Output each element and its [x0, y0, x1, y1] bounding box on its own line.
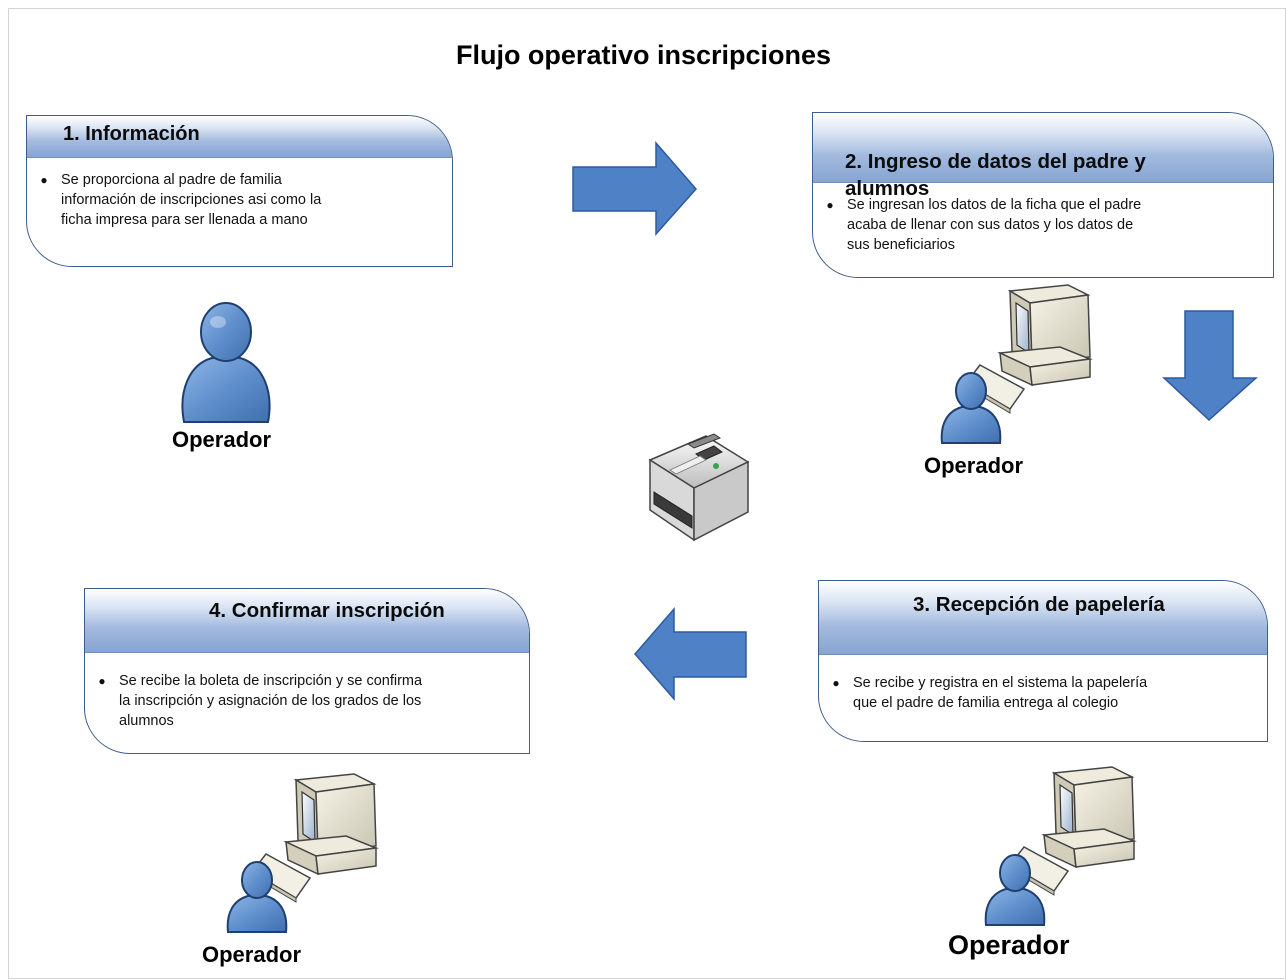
step-heading-text: 4. Confirmar inscripción — [209, 599, 445, 622]
step-body: ● Se ingresan los datos de la ficha que … — [813, 183, 1273, 255]
bullet-icon: ● — [832, 676, 840, 690]
bullet-icon: ● — [826, 198, 834, 212]
step-card-confirmar: 4. Confirmar inscripción ● Se recibe la … — [84, 588, 530, 754]
diagram-title: Flujo operativo inscripciones — [455, 40, 832, 70]
step-body: ● Se recibe la boleta de inscripción y s… — [85, 653, 529, 731]
step-description: Se recibe y registra en el sistema la pa… — [853, 675, 1148, 711]
bullet-icon: ● — [98, 674, 106, 688]
step-body: ● Se recibe y registra en el sistema la … — [819, 655, 1267, 713]
step-heading-text: 2. Ingreso de datos del padre y alumnos — [845, 150, 1146, 200]
actor-label: Operador — [202, 942, 302, 967]
bullet-icon: ● — [40, 173, 48, 187]
arrow-left-icon — [634, 606, 747, 702]
step-card-informacion: 1. Información ● Se proporciona al padre… — [26, 115, 453, 267]
printer-icon — [648, 433, 750, 542]
step-heading: 3. Recepción de papelería — [819, 581, 1267, 655]
step-description: Se proporciona al padre de familia infor… — [61, 172, 322, 228]
step-heading: 1. Información — [27, 116, 452, 158]
computer-icon — [226, 773, 379, 933]
diagram-frame — [8, 8, 1286, 979]
actor-label: Operador — [948, 930, 1070, 960]
actor-label: Operador — [924, 453, 1024, 478]
step-heading-text: 3. Recepción de papelería — [913, 593, 1165, 616]
step-heading: 2. Ingreso de datos del padre y alumnos — [813, 113, 1273, 200]
arrow-down-icon — [1162, 310, 1258, 422]
step-heading: 4. Confirmar inscripción — [85, 589, 529, 653]
step-description: Se recibe la boleta de inscripción y se … — [119, 673, 423, 729]
person-icon — [181, 302, 271, 423]
arrow-right-icon — [572, 140, 697, 236]
step-body: ● Se proporciona al padre de familia inf… — [27, 158, 452, 230]
computer-icon — [984, 766, 1137, 926]
step-card-recepcion: 3. Recepción de papelería ● Se recibe y … — [818, 580, 1268, 742]
computer-icon — [940, 284, 1093, 444]
step-heading-text: 1. Información — [63, 123, 200, 145]
step-description: Se ingresan los datos de la ficha que el… — [847, 197, 1142, 253]
step-card-ingreso-datos: 2. Ingreso de datos del padre y alumnos … — [812, 112, 1274, 278]
actor-label: Operador — [172, 427, 272, 452]
